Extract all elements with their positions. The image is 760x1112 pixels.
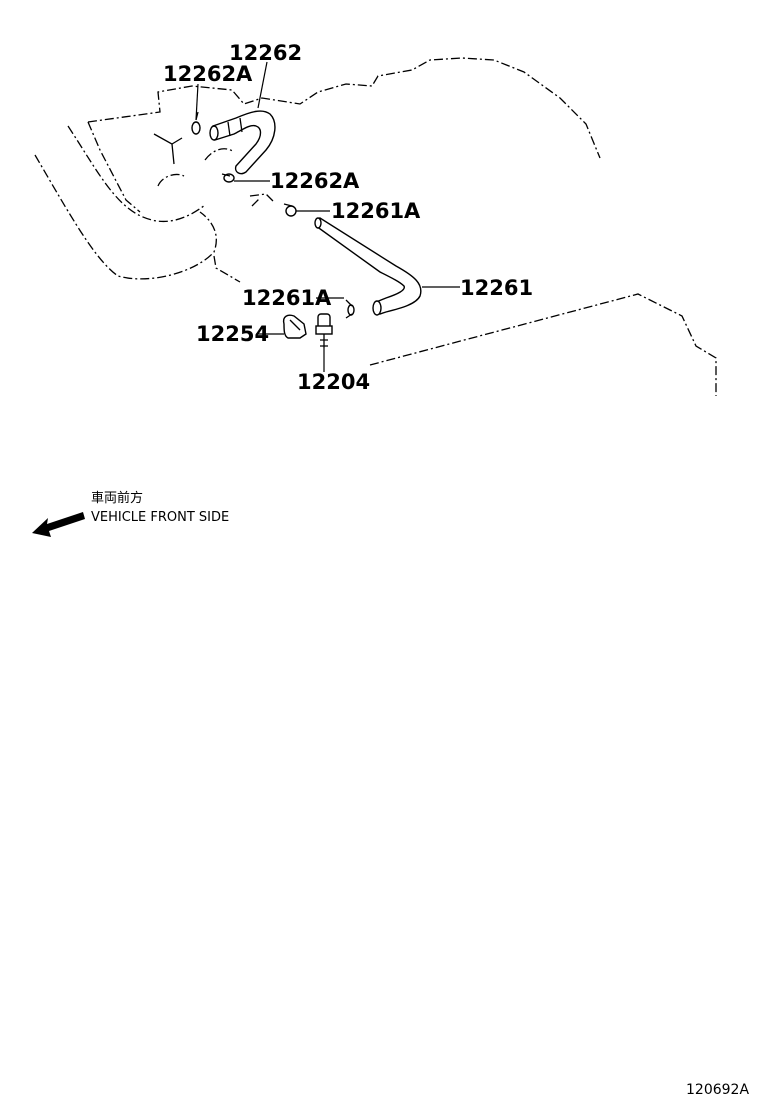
clip-12261a-top [283,203,297,217]
callout-12262a-top: 12262A [163,62,253,86]
leader-lines [195,61,460,372]
callout-12254: 12254 [196,322,269,346]
valve-12204 [315,313,333,348]
callout-12261a-low: 12261A [242,286,332,310]
direction-label-japanese: 車両前方 [91,490,143,506]
engine-outline [87,57,717,396]
bracket-12254 [282,314,307,339]
intake-pipe [34,125,241,283]
front-direction-indicator: 車両前方 VEHICLE FRONT SIDE [32,490,229,537]
clip-12262a-mid [221,173,235,183]
clip-12261a-low [345,299,355,319]
front-arrow-icon [32,512,85,537]
callout-12262a-mid: 12262A [270,169,360,193]
callout-12261a-top: 12261A [331,199,421,223]
direction-label-english: VEHICLE FRONT SIDE [91,510,229,525]
fitting [249,193,275,207]
figure-id: 120692A [686,1082,749,1098]
hose-12261 [314,216,422,316]
callout-12262: 12262 [229,41,302,65]
hose-12262 [209,110,276,175]
callout-12261: 12261 [460,276,533,300]
callout-12204: 12204 [297,370,370,394]
